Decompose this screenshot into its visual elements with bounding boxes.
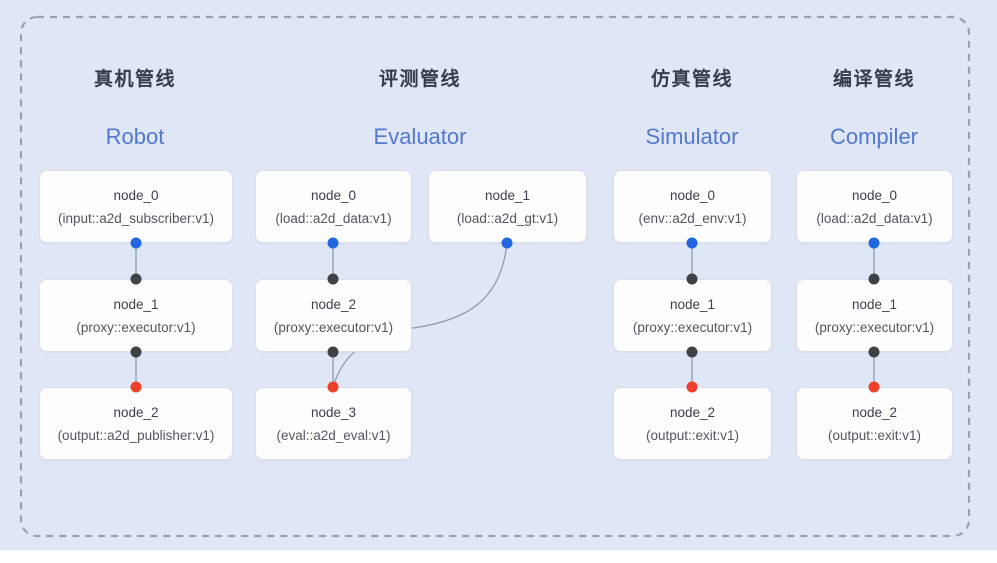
node-name: node_1 — [484, 187, 531, 203]
pipeline-title-simulator: 仿真管线 — [650, 69, 734, 90]
output-port-dot-blue — [868, 237, 880, 249]
node-type: (proxy::executor:v1) — [632, 319, 753, 335]
input-port-dot-dark — [686, 273, 698, 285]
output-port-dot-dark — [868, 346, 880, 358]
dashed-border — [19, 15, 971, 538]
node-type: (output::exit:v1) — [645, 427, 740, 443]
pipeline-subtitle-simulator: Simulator — [645, 124, 739, 149]
pipeline-title-robot: 真机管线 — [93, 69, 177, 90]
node-name: node_1 — [851, 296, 898, 312]
output-port-dot-dark — [686, 346, 698, 358]
pipeline-subtitle-compiler: Compiler — [829, 124, 919, 149]
node-type: (proxy::executor:v1) — [814, 319, 935, 335]
node-name: node_3 — [310, 404, 357, 420]
pipeline-subtitle-evaluator: Evaluator — [373, 124, 467, 149]
node-name: node_1 — [669, 296, 716, 312]
node-compiler-2: node_2 (output::exit:v1) — [796, 387, 953, 460]
node-name: node_0 — [851, 187, 898, 203]
node-type: (load::a2d_data:v1) — [275, 210, 392, 226]
node-robot-1: node_1 (proxy::executor:v1) — [39, 279, 233, 352]
node-simulator-2: node_2 (output::exit:v1) — [613, 387, 772, 460]
node-evaluator-1: node_1 (load::a2d_gt:v1) — [428, 170, 587, 243]
node-evaluator-0: node_0 (load::a2d_data:v1) — [255, 170, 412, 243]
node-type: (load::a2d_data:v1) — [816, 210, 933, 226]
pipeline-title-compiler: 编译管线 — [832, 69, 916, 90]
node-type: (proxy::executor:v1) — [273, 319, 394, 335]
output-port-dot-dark — [327, 346, 339, 358]
node-evaluator-2: node_2 (proxy::executor:v1) — [255, 279, 412, 352]
input-port-dot-dark — [130, 273, 142, 285]
input-port-dot-red — [686, 381, 698, 393]
pipeline-subtitle-robot: Robot — [105, 124, 165, 149]
input-port-dot-dark — [868, 273, 880, 285]
node-type: (env::a2d_env:v1) — [638, 210, 747, 226]
pipeline-title-evaluator: 评测管线 — [378, 69, 462, 90]
edge-evaluator-1-3-curve — [332, 242, 508, 388]
node-type: (input::a2d_subscriber:v1) — [57, 210, 215, 226]
node-simulator-1: node_1 (proxy::executor:v1) — [613, 279, 772, 352]
node-evaluator-3: node_3 (eval::a2d_eval:v1) — [255, 387, 412, 460]
node-name: node_1 — [113, 296, 159, 312]
input-port-dot-red — [868, 381, 880, 393]
output-port-dot-blue — [130, 237, 142, 249]
node-simulator-0: node_0 (env::a2d_env:v1) — [613, 170, 772, 243]
node-name: node_2 — [310, 296, 357, 312]
output-port-dot-blue — [686, 237, 698, 249]
node-name: node_0 — [113, 187, 159, 203]
node-type: (output::a2d_publisher:v1) — [57, 427, 215, 443]
node-name: node_0 — [310, 187, 357, 203]
output-port-dot-dark — [130, 346, 142, 358]
node-type: (load::a2d_gt:v1) — [456, 210, 559, 226]
node-type: (output::exit:v1) — [827, 427, 922, 443]
node-compiler-0: node_0 (load::a2d_data:v1) — [796, 170, 953, 243]
node-name: node_2 — [669, 404, 716, 420]
node-type: (proxy::executor:v1) — [76, 319, 196, 335]
output-port-dot-blue — [501, 237, 513, 249]
input-port-dot-red — [327, 381, 339, 393]
node-robot-2: node_2 (output::a2d_publisher:v1) — [39, 387, 233, 460]
node-name: node_2 — [851, 404, 898, 420]
node-compiler-1: node_1 (proxy::executor:v1) — [796, 279, 953, 352]
node-name: node_2 — [113, 404, 159, 420]
node-robot-0: node_0 (input::a2d_subscriber:v1) — [39, 170, 233, 243]
input-port-dot-dark — [327, 273, 339, 285]
node-name: node_0 — [669, 187, 716, 203]
input-port-dot-red — [130, 381, 142, 393]
output-port-dot-blue — [327, 237, 339, 249]
node-type: (eval::a2d_eval:v1) — [276, 427, 391, 443]
